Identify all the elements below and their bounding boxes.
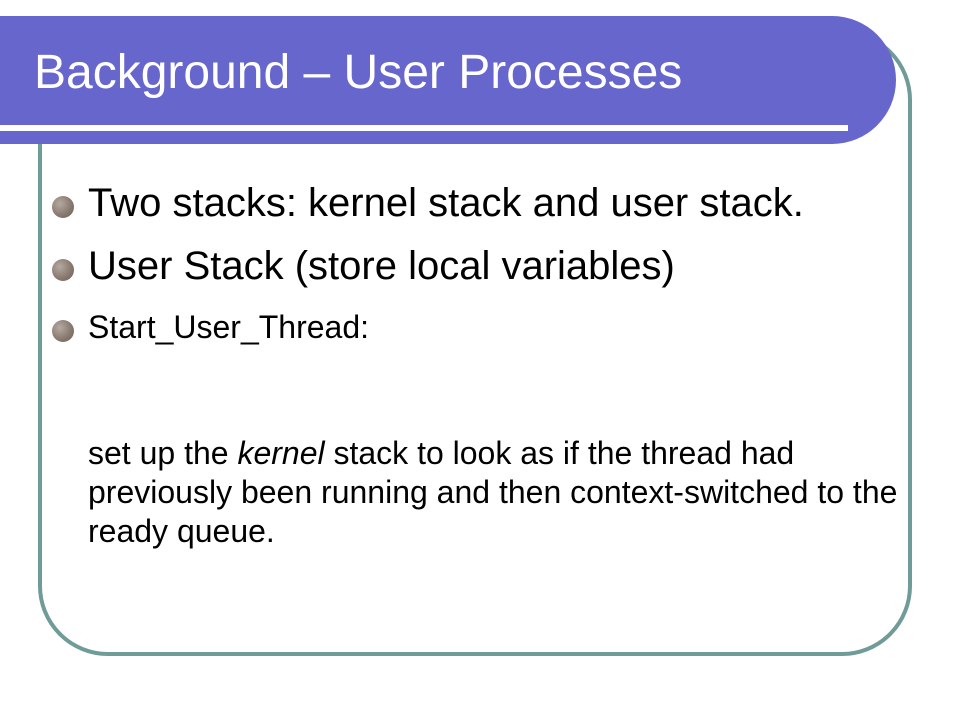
bullet-item: Start_User_Thread: [52, 306, 862, 348]
continuation-emphasis: kernel [237, 435, 325, 471]
bullet-dot-icon [52, 196, 74, 218]
bullet-text: Two stacks: kernel stack and user stack. [88, 181, 804, 225]
slide-title: Background – User Processes [34, 46, 683, 99]
bullet-item: Two stacks: kernel stack and user stack. [52, 178, 862, 229]
bullet-text: User Stack (store local variables) [88, 244, 675, 288]
bullet-dot-icon [52, 320, 74, 342]
continuation-paragraph: set up the kernel stack to look as if th… [52, 434, 908, 551]
continuation-text-before: set up the [88, 435, 238, 471]
bullet-text: Start_User_Thread: [88, 309, 370, 345]
bullet-dot-icon [52, 259, 74, 281]
bullet-item: User Stack (store local variables) [52, 241, 862, 292]
continuation-text-after: stack to look as if the thread had previ… [88, 435, 898, 549]
bullet-list: Two stacks: kernel stack and user stack.… [52, 178, 862, 348]
title-bar [0, 16, 896, 144]
title-underline [0, 125, 848, 131]
